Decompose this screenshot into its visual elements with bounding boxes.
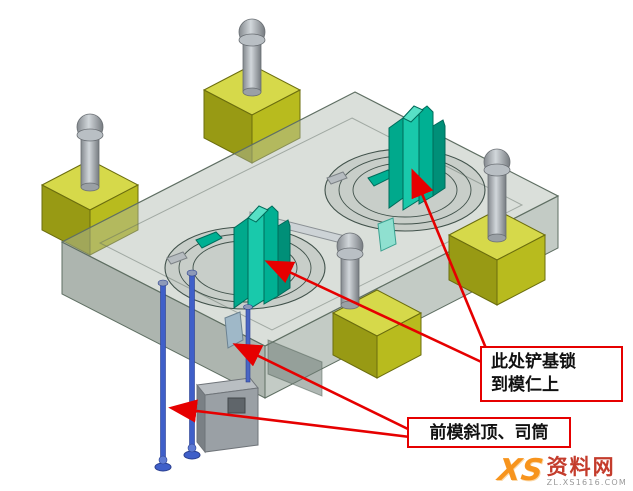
callout-shovel-lock-line1: 此处铲基锁 bbox=[491, 352, 576, 372]
ejector-housing bbox=[196, 377, 259, 454]
ejector-pin-right bbox=[483, 148, 511, 243]
ejector-pin-center bbox=[336, 232, 364, 310]
callout-shovel-lock-line2: 到模仁上 bbox=[491, 374, 559, 395]
watermark-site-url: ZL.XS1616.COM bbox=[546, 478, 627, 487]
watermark: XS 资料网 ZL.XS1616.COM bbox=[495, 453, 627, 489]
ejector-pin-left bbox=[76, 113, 104, 192]
callout-shovel-lock: 此处铲基锁 到模仁上 bbox=[480, 346, 623, 402]
ejector-pin-top bbox=[238, 18, 266, 97]
leader-arrows bbox=[168, 168, 492, 439]
callout-lifter-sleeve: 前模斜顶、司筒 bbox=[407, 417, 571, 448]
watermark-site-name: 资料网 bbox=[546, 454, 616, 479]
arrow-to-lifter-base bbox=[232, 343, 411, 432]
arrow-to-left-core bbox=[264, 260, 491, 368]
callout-lifter-sleeve-text: 前模斜顶、司筒 bbox=[429, 423, 549, 443]
watermark-xs-logo-icon: XS bbox=[495, 453, 546, 489]
arrow-to-sleeve-pins bbox=[168, 399, 411, 439]
arrow-to-right-core bbox=[411, 168, 492, 359]
